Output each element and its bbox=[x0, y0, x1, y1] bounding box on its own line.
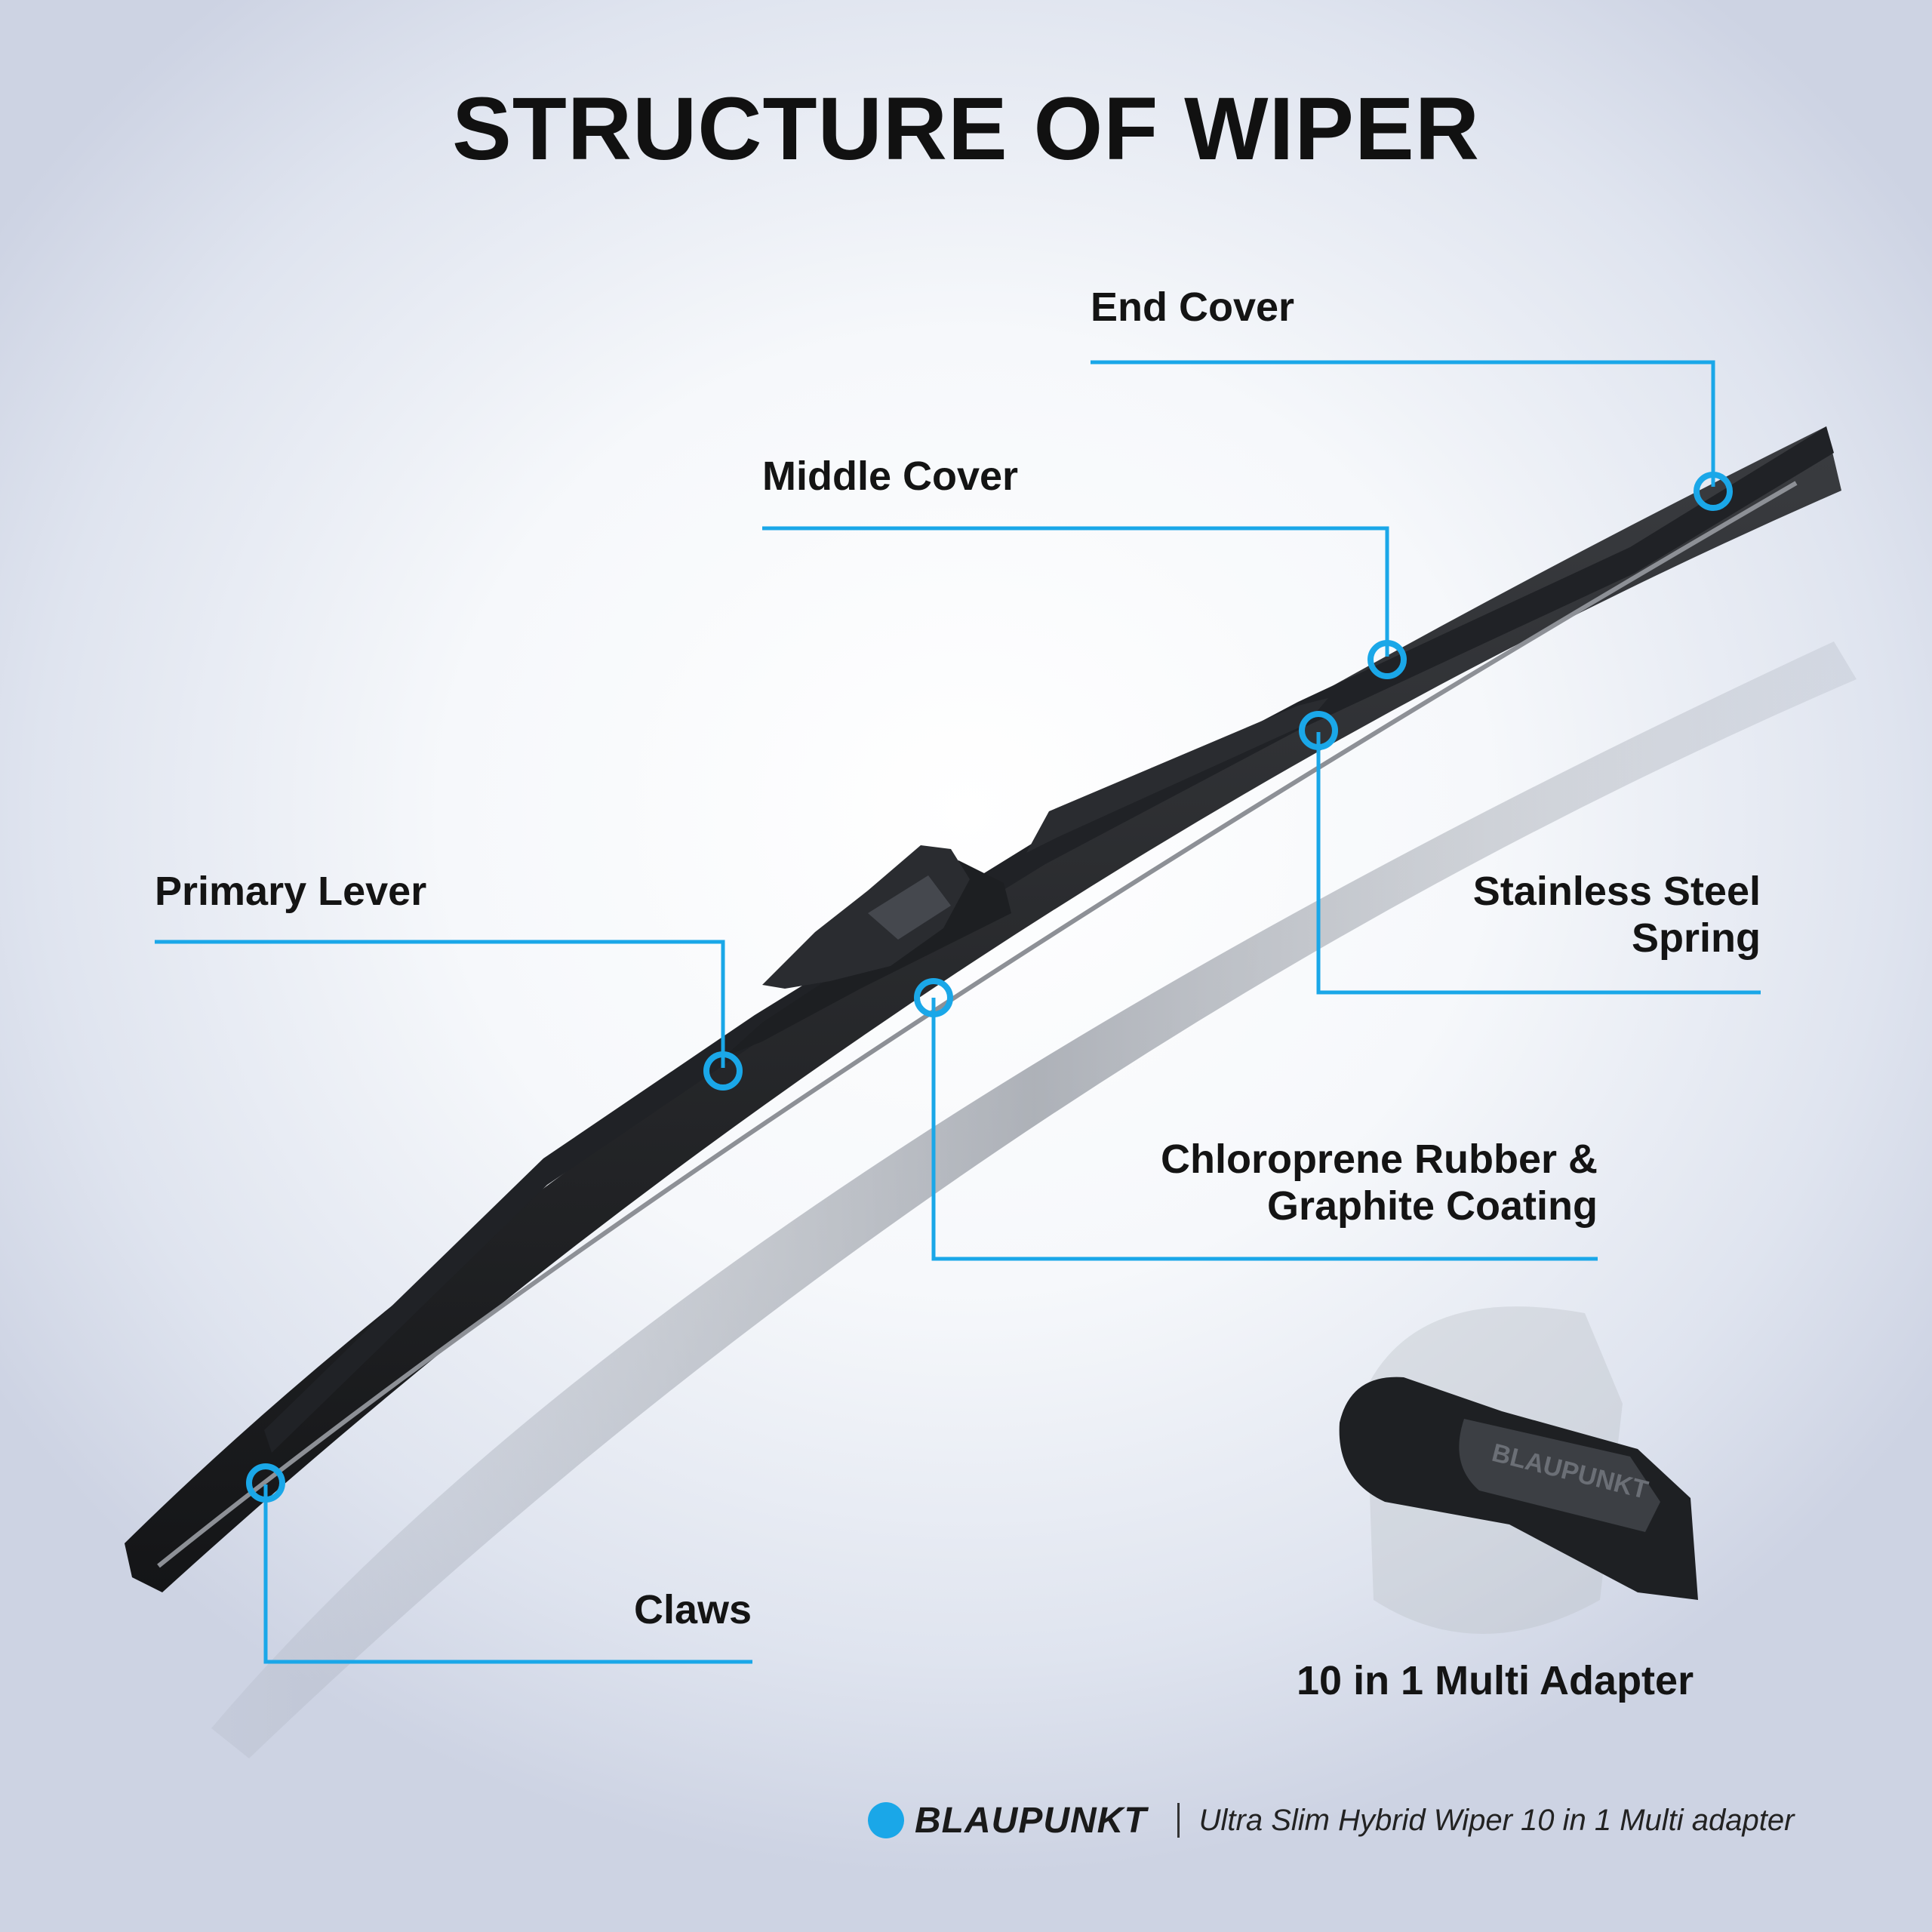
label-middle-cover: Middle Cover bbox=[762, 454, 1019, 499]
product-name: Ultra Slim Hybrid Wiper 10 in 1 Multi ad… bbox=[1198, 1803, 1795, 1837]
rubber-leader bbox=[931, 998, 1598, 1261]
claws-leader bbox=[263, 1484, 752, 1664]
label-claws: Claws bbox=[634, 1587, 752, 1632]
label-rubber-line1: Chloroprene Rubber & bbox=[1160, 1137, 1598, 1182]
connector-detail bbox=[868, 875, 951, 940]
footer: BLAUPUNKT Ultra Slim Hybrid Wiper 10 in … bbox=[868, 1798, 1794, 1843]
multi-adapter-image: BLAUPUNKT bbox=[1339, 1306, 1698, 1634]
steel-rail bbox=[157, 481, 1798, 1568]
label-stainless-spring: Stainless Steel Spring bbox=[1473, 868, 1761, 961]
primary-lever-leader bbox=[155, 940, 725, 1068]
label-primary-lever: Primary Lever bbox=[155, 869, 427, 914]
label-rubber-coating: Chloroprene Rubber & Graphite Coating bbox=[1161, 1136, 1598, 1229]
label-end-cover: End Cover bbox=[1091, 285, 1295, 330]
label-rubber-line2: Graphite Coating bbox=[1266, 1183, 1598, 1229]
footer-divider bbox=[1177, 1803, 1180, 1838]
rubber-marker bbox=[914, 978, 953, 1017]
primary-lever-marker bbox=[703, 1051, 743, 1091]
spring-leader bbox=[1316, 732, 1761, 995]
label-spring-line1: Stainless Steel bbox=[1472, 869, 1761, 914]
end-cover-marker bbox=[1694, 472, 1733, 511]
label-spring-line2: Spring bbox=[1632, 915, 1761, 961]
label-multi-adapter: 10 in 1 Multi Adapter bbox=[1297, 1658, 1694, 1703]
connector-clip bbox=[762, 845, 970, 989]
wiper-spoiler bbox=[264, 426, 1834, 1453]
claws-marker bbox=[246, 1463, 285, 1503]
page-title: STRUCTURE OF WIPER bbox=[452, 79, 1480, 179]
spring-marker bbox=[1299, 711, 1338, 750]
middle-cover-leader bbox=[762, 526, 1389, 657]
wiper-shadow bbox=[211, 641, 1857, 1758]
part-markers bbox=[246, 472, 1733, 1503]
brand-dot-icon bbox=[868, 1802, 904, 1838]
middle-cover-marker bbox=[1367, 640, 1407, 679]
brand-logo: BLAUPUNKT bbox=[915, 1800, 1147, 1841]
end-cover-leader bbox=[1091, 360, 1715, 487]
leader-lines bbox=[155, 360, 1761, 1664]
